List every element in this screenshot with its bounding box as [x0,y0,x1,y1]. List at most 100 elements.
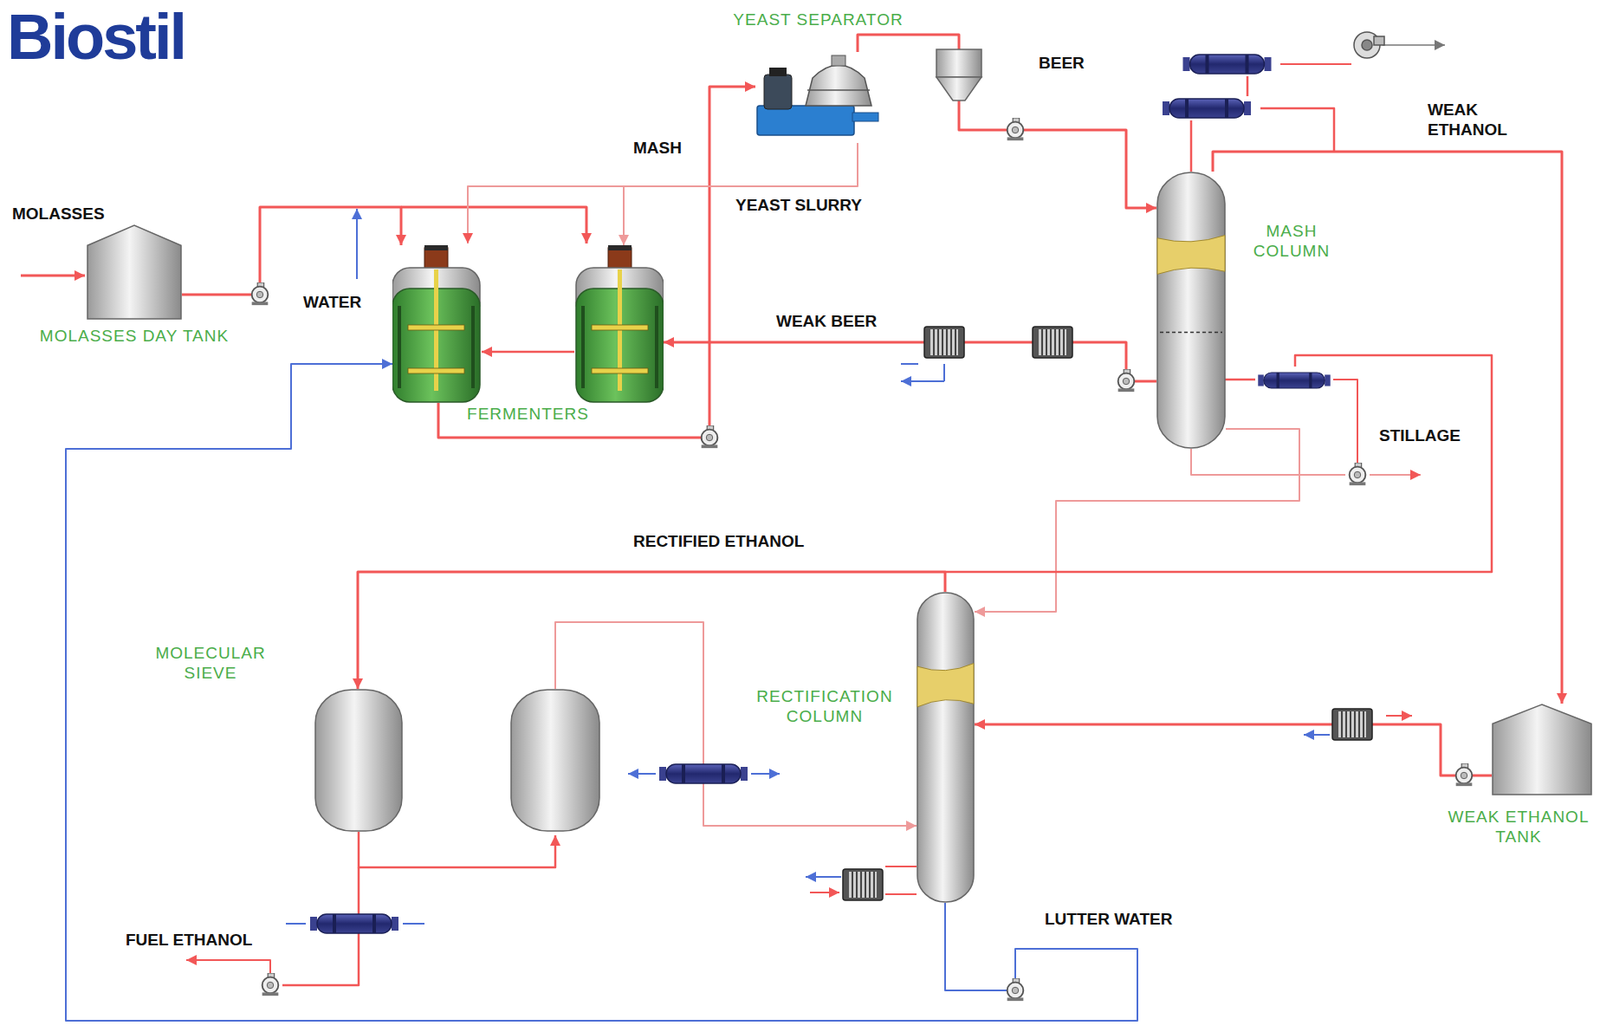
drawing-part [1007,117,1024,141]
drawing-part [424,245,448,251]
stream-label: WEAK ETHANOL [1425,100,1539,141]
drawing-part [481,350,575,354]
drawing-part [186,959,271,974]
process-stream [438,86,756,438]
drawing-part [408,324,465,331]
storage-tank: WEAK ETHANOL TANK [1491,703,1593,796]
drawing-part [885,866,917,894]
drawing-part [751,772,780,775]
drawing-part [608,245,632,251]
drawing-part [1118,369,1135,392]
drawing-part [397,305,402,389]
drawing-part [936,49,982,101]
vessel-shape [392,245,664,403]
drawing-part [471,305,475,389]
process-stream [857,34,1157,208]
vessel-shape [1491,703,1593,796]
drawing-part [1349,462,1367,486]
drawing-part [1369,473,1421,476]
storage-tank: MOLASSES DAY TANK [86,224,182,320]
drawing-part [917,663,974,707]
diagram-title: Biostil [6,1,185,72]
drawing-part [917,592,974,902]
drawing-part [1159,331,1223,334]
equipment-label: MOLASSES DAY TANK [39,326,229,347]
drawing-part [1191,448,1346,475]
drawing-part [807,89,870,91]
drawing-part [356,208,358,279]
drawing-part [1382,44,1445,46]
stream-label: WEAK BEER [773,311,880,332]
drawing-part [591,324,648,331]
stream-label: STILLAGE [1379,426,1461,447]
process-stream [357,571,946,689]
distillation-column: MASH COLUMN [1156,171,1226,449]
drawing-part [654,305,659,389]
drawing-part [924,326,965,358]
vessel-shape [86,224,182,320]
drawing-part [805,64,872,106]
equipment-label: RECTIFICATION COLUMN [742,686,907,727]
process-stream [181,207,402,295]
drawing-part [809,891,840,894]
drawing-part [581,305,585,389]
vessel-shape [916,591,975,903]
drawing-part [358,831,556,868]
drawing-part [87,225,182,319]
drawing-part [20,274,85,278]
equipment-label: YEAST SEPARATOR [732,10,903,31]
stream-label: BEER [1036,53,1088,74]
equipment-label: WEAK ETHANOL TANK [1444,807,1593,848]
drawing-part [805,875,842,878]
drawing-part [252,282,269,305]
vessel-shape [314,688,601,832]
drawing-part [1492,704,1592,795]
process-stream [1212,151,1562,704]
drawing-part [1386,714,1413,717]
equipment-label: MASH COLUMN [1239,221,1344,262]
process-stream [974,724,1492,776]
drawing-part [1332,708,1373,740]
drawing-part [1373,36,1385,46]
drawing-part [659,764,748,784]
drawing-part [764,74,792,110]
drawing-part [467,186,624,244]
stream-label: LUTTER WATER [1042,909,1175,930]
stream-label: FUEL ETHANOL [125,930,253,951]
drawing-part [852,112,879,122]
stream-label: MASH [630,138,685,159]
drawing-part [408,368,465,374]
stream-label: RECTIFIED ETHANOL [630,531,807,552]
drawing-part [1157,235,1225,275]
drawing-part [1361,39,1373,51]
vessel-shape [755,51,881,143]
vessel-shape [1156,171,1226,449]
drawing-part [20,45,1492,985]
drawing-part [936,77,982,101]
molecular-sieve: MOLECULAR SIEVE [314,688,601,832]
drawing-part [310,913,399,933]
process-stream [974,428,1300,612]
drawing-part [315,689,402,831]
drawing-part [769,67,787,77]
drawing-part [900,363,945,382]
drawing-part [591,368,648,374]
drawing-part [1303,733,1330,736]
drawing-part [831,55,846,66]
process-stream [65,363,1138,1021]
drawing-part [1260,108,1335,152]
equipment-label: MOLECULAR SIEVE [145,643,276,684]
drawing-part [1032,326,1073,358]
drawing-part [511,689,600,831]
drawing-part [1183,54,1272,74]
drawing-part [1353,32,1385,59]
drawing-part [842,868,883,901]
drawing-part [1191,76,1248,172]
drawing-part [757,105,855,136]
drawing-part [1007,978,1024,1001]
distillation-column: RECTIFICATION COLUMN [916,591,975,903]
drawing-part [1257,372,1330,389]
